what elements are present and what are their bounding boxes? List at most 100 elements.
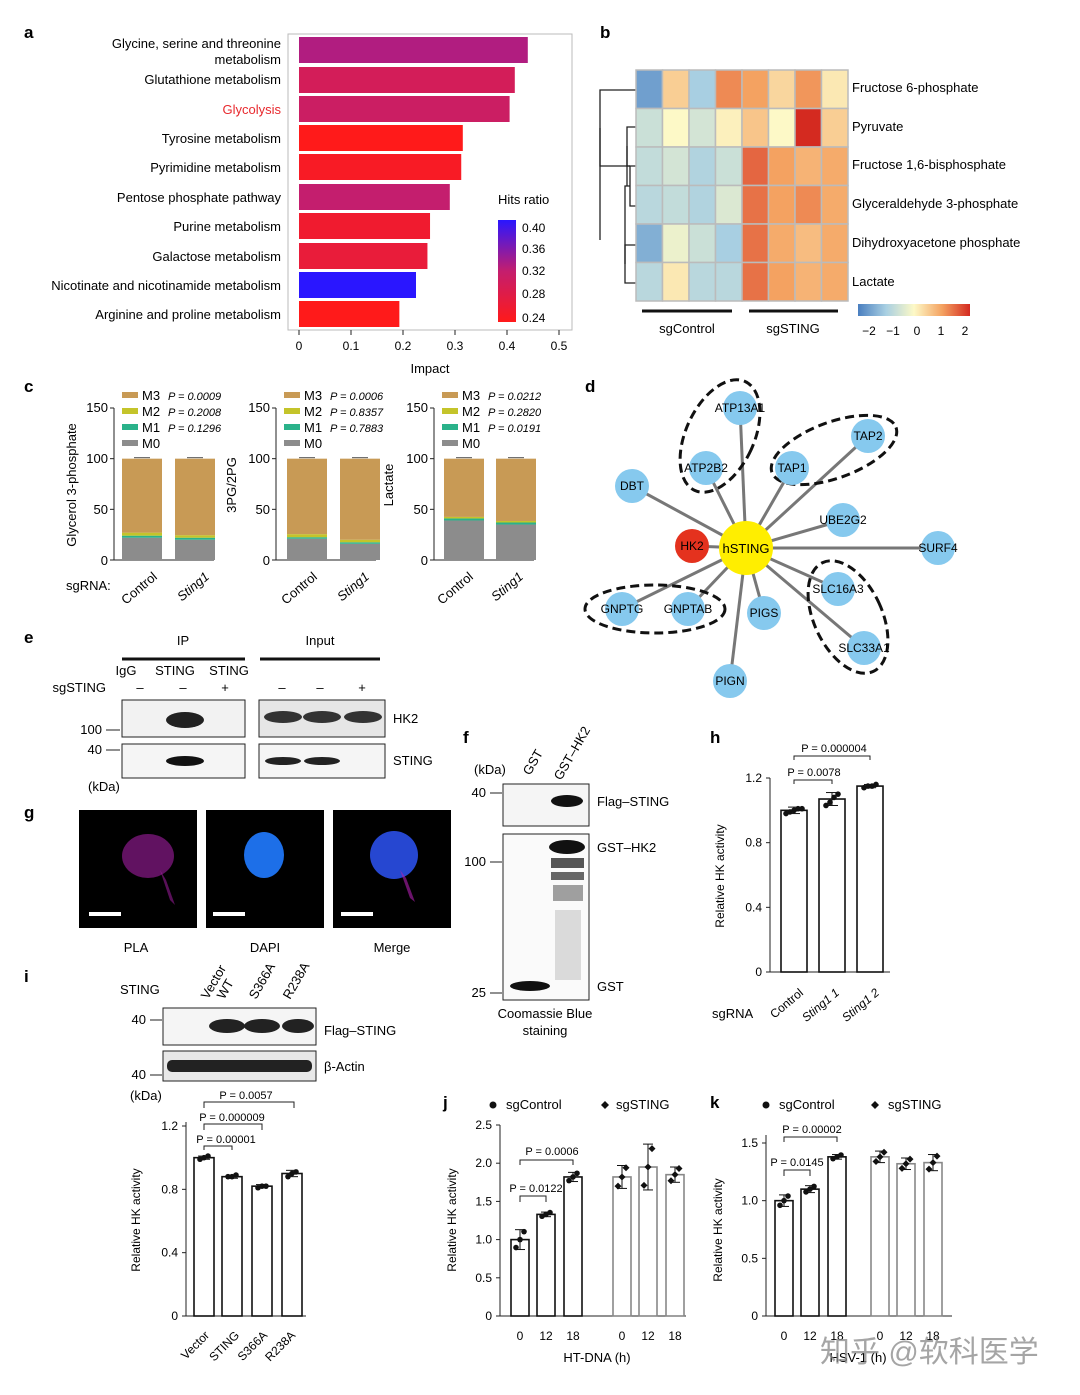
e-band (166, 712, 204, 728)
j-legend-sgcontrol-marker (489, 1101, 497, 1109)
c-ytick: 150 (86, 400, 108, 415)
pathway-label: metabolism (215, 52, 281, 67)
e-sign: + (358, 680, 366, 695)
i-xcat: R238A (262, 1328, 298, 1364)
panel-h-hk-activity: Relative HK activity 1.20.80.40 Control … (712, 743, 890, 1025)
j-pvalue-bracket (519, 1159, 574, 1165)
panel-b-heatmap: Fructose 6-phosphate Pyruvate Fructose 1… (599, 69, 1020, 338)
timecourse-bar-sgcontrol (800, 1188, 820, 1317)
h-pvalue-bracket (793, 755, 871, 760)
heatmap-cell (820, 184, 849, 225)
heatmap-cell (794, 107, 823, 148)
hsting-hub-node (719, 521, 773, 575)
e-sign: – (136, 680, 144, 695)
c-ytick: 50 (414, 502, 428, 517)
i-ytick-label: 0.4 (161, 1246, 178, 1260)
panel-letter-h: h (710, 728, 720, 747)
k-xtick-label: 0 (781, 1329, 788, 1343)
heatmap-cell (688, 107, 717, 148)
hits-ratio-tick: 0.28 (522, 287, 546, 301)
heatmap-group-label: sgControl (659, 321, 715, 336)
timecourse-bar-sgcontrol (510, 1238, 530, 1317)
replicate-point (799, 805, 805, 812)
replicate-point (285, 1173, 291, 1180)
stacked-bar-segment-m3 (175, 458, 215, 536)
j-ytick-label: 1.0 (475, 1233, 492, 1247)
j-ytick-label: 0 (485, 1309, 492, 1323)
j-pvalue: P = 0.0006 (525, 1146, 578, 1158)
replicate-point (898, 1164, 906, 1172)
panel-k-hsv1-timecourse: sgControl sgSTING Relative HK activity 1… (711, 1097, 952, 1365)
panel-letter-d: d (585, 377, 595, 396)
network-node-label: ATP13A1 (715, 401, 766, 415)
panel-letter-c: c (24, 377, 33, 396)
replicate-point (675, 1165, 683, 1173)
heatmap-cell (635, 69, 664, 110)
heatmap-scale-tick: 0 (914, 324, 921, 338)
panel-letter-g: g (24, 803, 34, 822)
replicate-point (933, 1152, 941, 1160)
network-node-dbt (615, 469, 649, 503)
c-ytick: 100 (248, 451, 270, 466)
e-band (304, 757, 340, 765)
panel-letter-f: f (463, 728, 469, 747)
network-node-label: TAP1 (777, 461, 806, 475)
e-lane-label: STING (155, 663, 195, 678)
k-xtick-label: 18 (926, 1329, 940, 1343)
h-ytick-label: 0.8 (745, 836, 762, 850)
stacked-bar-segment-m3 (340, 458, 380, 540)
heatmap-scale-bar (858, 304, 970, 316)
e-band-label: STING (393, 753, 433, 768)
c-pvalue: P = 0.7883 (330, 423, 384, 435)
hsting-hub-label: hSTING (723, 541, 770, 556)
hits-ratio-colorbar (498, 220, 516, 322)
i-mw: 40 (132, 1012, 146, 1027)
panel-i-mutant-western-and-activity: STING Vector WT S366A R238A 40 40 (kDa) … (120, 959, 396, 1364)
hits-ratio-tick: 0.40 (522, 221, 546, 235)
c-legend-label: M0 (304, 436, 322, 451)
j-legend-label: sgSTING (616, 1097, 669, 1112)
network-node-atp13a1 (723, 391, 757, 425)
heatmap-cell (741, 146, 770, 187)
c-pvalue: P = 0.0191 (488, 423, 541, 435)
c-ytick: 0 (263, 553, 270, 568)
f-band (551, 858, 584, 868)
stacked-bar-segment-m3 (496, 458, 536, 521)
k-pvalue-bracket (783, 1136, 838, 1142)
e-band-label: HK2 (393, 711, 418, 726)
e-band (265, 757, 301, 765)
e-input-header: Input (306, 633, 335, 648)
hits-ratio-tick: 0.32 (522, 264, 546, 278)
heatmap-cell (688, 146, 717, 187)
h-sgrna: sgRNA (712, 1006, 754, 1021)
heatmap-cell (741, 107, 770, 148)
f-band (549, 840, 585, 854)
heatmap-cell (794, 184, 823, 225)
heatmap-cell (741, 184, 770, 225)
heatmap-cell (714, 146, 743, 187)
panel-letter-j: j (442, 1093, 448, 1112)
i-band (244, 1019, 280, 1033)
f-band (553, 885, 583, 901)
j-pvalue-bracket (519, 1195, 547, 1202)
g-image-label: Merge (374, 940, 411, 955)
i-lane-label: S366A (246, 960, 279, 1002)
k-xtick-label: 12 (899, 1329, 913, 1343)
a-xtick-label: 0.3 (447, 339, 464, 353)
replicate-point (835, 791, 841, 797)
hits-ratio-legend-title: Hits ratio (498, 192, 549, 207)
e-sign: – (179, 680, 187, 695)
timecourse-bar-sgcontrol (563, 1176, 583, 1317)
replicate-point (838, 1152, 844, 1158)
heatmap-cell (820, 107, 849, 148)
stacked-bar-segment-m0 (340, 543, 380, 560)
i-xcat: STING (206, 1328, 242, 1364)
activity-bar (856, 785, 884, 973)
heatmap-group-label: sgSTING (766, 321, 819, 336)
j-ytick-label: 2.5 (475, 1118, 492, 1132)
c-legend-label: M2 (462, 404, 480, 419)
heatmap-cell (661, 146, 690, 187)
heatmap-cell (741, 261, 770, 302)
stacked-bar-segment-m3 (444, 458, 484, 517)
c-pvalue: P = 0.0009 (168, 391, 221, 403)
